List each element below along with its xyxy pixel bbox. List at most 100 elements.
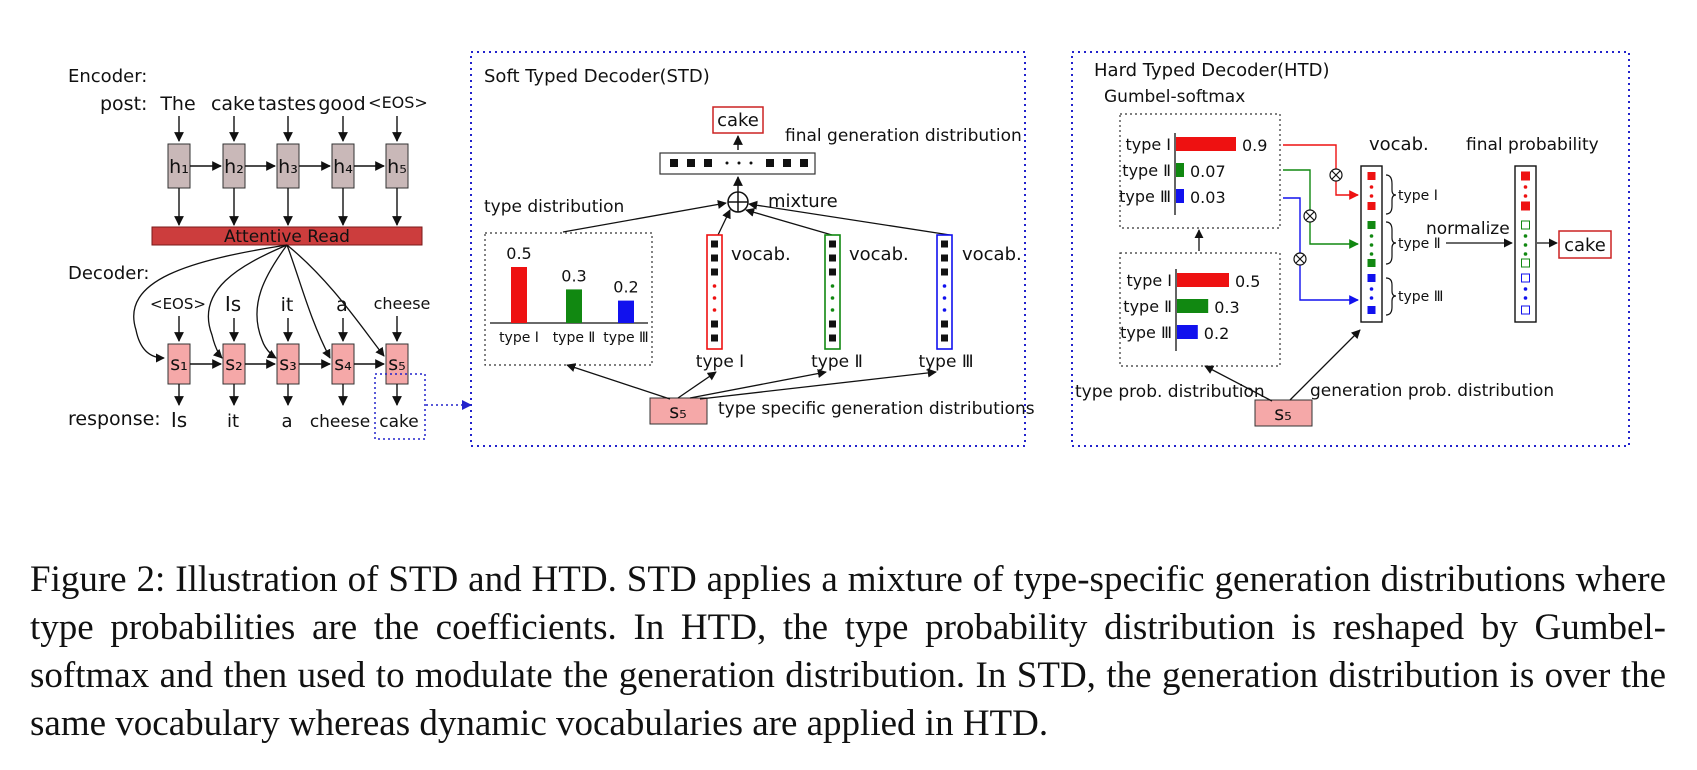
- type-bar: [1177, 273, 1229, 287]
- decoder-state-label: s₄: [334, 353, 352, 375]
- type-bar: [1176, 163, 1184, 177]
- std-panel: Soft Typed Decoder(STD) cake final gener…: [470, 51, 1035, 447]
- vocab-type-label: type Ⅲ: [918, 352, 973, 372]
- decoder-outputs: Is it a cheese cake: [171, 408, 419, 432]
- type-bar-label: type Ⅰ: [1125, 135, 1171, 154]
- mixture-input-arrows: [562, 199, 951, 236]
- std-state-arrows: [566, 363, 937, 400]
- attention-curves: [133, 244, 385, 363]
- vocab-dot: [712, 308, 717, 312]
- normalize-label: normalize: [1426, 219, 1510, 239]
- brace-type-label: type Ⅱ: [1398, 236, 1441, 252]
- vocab-cell: [1367, 274, 1376, 282]
- gumbel-frame: [1119, 113, 1281, 229]
- brace-type-label: type Ⅲ: [1398, 289, 1443, 305]
- std-title: Soft Typed Decoder(STD): [484, 66, 710, 87]
- vocab-dot: [1369, 234, 1374, 238]
- final-distribution-cells: [670, 159, 808, 167]
- type-bar-label: type Ⅰ: [1126, 271, 1172, 290]
- type-bar-label: type Ⅱ: [1123, 297, 1172, 316]
- post-word: tastes: [258, 93, 316, 115]
- decoder-output-word: it: [227, 411, 239, 432]
- vocab-cell: [829, 240, 836, 248]
- decoder-input-word: cheese: [374, 294, 431, 313]
- final-dot: [1523, 185, 1528, 189]
- final-cell: [1521, 305, 1530, 315]
- selected-output-frame: [374, 373, 426, 440]
- type-bar-label: type Ⅰ: [499, 330, 539, 346]
- vocab-dot: [1369, 185, 1374, 189]
- type-bar: [1177, 299, 1209, 313]
- vocab-cell: [829, 320, 836, 328]
- vocab-label: vocab.: [731, 244, 791, 265]
- gumbel-softmax-label: Gumbel-softmax: [1104, 87, 1245, 107]
- vocab-cell: [1367, 221, 1376, 229]
- encoder-decoder: Encoder: post: The cake tastes good <EOS…: [68, 66, 472, 440]
- decoder-inputs: <EOS> Is it a cheese: [150, 292, 430, 316]
- final-distribution-label: final generation distribution: [785, 126, 1022, 146]
- type-bar-value: 0.9: [1242, 136, 1267, 155]
- final-cell: [1521, 201, 1530, 211]
- type-bar-value: 0.2: [1204, 324, 1229, 343]
- type-bar-label: type Ⅲ: [1119, 187, 1171, 206]
- vocab-cell: [711, 320, 718, 328]
- figure-caption: Figure 2: Illustration of STD and HTD. S…: [30, 559, 1666, 744]
- htd-panel-frame: [1071, 51, 1630, 447]
- type-bar: [1177, 325, 1198, 339]
- vocab-dot: [1369, 194, 1374, 198]
- post-label: post:: [100, 93, 147, 115]
- hidden-state-label: h₄: [333, 156, 353, 178]
- htd-state-box: [1254, 399, 1313, 427]
- type-bar-value: 0.5: [506, 244, 531, 263]
- vocab-dot: [1369, 287, 1374, 291]
- vocab-cell: [1367, 202, 1376, 210]
- vocab-cell: [711, 268, 718, 276]
- vocab-cell: [829, 268, 836, 276]
- type-bar: [566, 289, 582, 323]
- final-probability-label: final probability: [1466, 135, 1599, 155]
- vocab-braces: [1385, 174, 1397, 316]
- type-bar-value: 0.3: [561, 266, 586, 285]
- decoder-input-word: <EOS>: [150, 295, 206, 313]
- type-specific-label: type specific generation distributions: [718, 399, 1035, 419]
- htd-state-arrows: [1204, 329, 1361, 402]
- decoder-input-word: a: [336, 294, 348, 316]
- decoder-state-label: s₁: [170, 353, 188, 375]
- std-panel-frame: [470, 51, 1026, 447]
- gumbel-routing: [1283, 144, 1359, 305]
- type-bar: [1176, 189, 1184, 203]
- vocab-dot: [942, 296, 947, 300]
- final-cell: [1521, 220, 1530, 230]
- decoder-output-word: cake: [379, 412, 418, 432]
- type-bar-value: 0.2: [613, 278, 638, 297]
- type-bar-label: type Ⅲ: [1120, 323, 1172, 342]
- final-cell: [1521, 171, 1530, 181]
- vocab-cell: [711, 254, 718, 262]
- vocab-dot: [1369, 243, 1374, 247]
- post-word: good: [318, 93, 365, 115]
- vocab-cell: [1367, 306, 1376, 314]
- brace-type-label: type Ⅰ: [1398, 188, 1438, 204]
- hidden-state-label: h₅: [387, 156, 407, 178]
- vocab-label: vocab.: [849, 244, 909, 265]
- final-dot: [1523, 194, 1528, 198]
- decoder-input-arrows: [174, 316, 402, 342]
- type-bar: [618, 300, 634, 323]
- vocab-cell: [941, 240, 948, 248]
- vocab-cell: [1367, 172, 1376, 180]
- hidden-states: h₁ h₂ h₃ h₄ h₅: [167, 143, 409, 189]
- final-dot: [1523, 296, 1528, 300]
- hidden-state-label: h₃: [278, 156, 298, 178]
- encoder-title: Encoder:: [68, 66, 147, 87]
- decoder-states: s₁ s₂ s₃ s₄ s₅: [167, 343, 409, 385]
- type-distribution-label: type distribution: [484, 197, 624, 217]
- vocab-cell: [1367, 259, 1376, 267]
- type-prob-label: type prob. distribution: [1075, 382, 1265, 402]
- htd-state-label: s₅: [1274, 403, 1292, 425]
- type-bar-label: type Ⅱ: [553, 330, 596, 346]
- vocab-dot: [830, 308, 835, 312]
- type-prob-frame: [1119, 252, 1281, 367]
- post-word: cake: [211, 93, 255, 115]
- htd-output-word: cake: [1564, 235, 1606, 256]
